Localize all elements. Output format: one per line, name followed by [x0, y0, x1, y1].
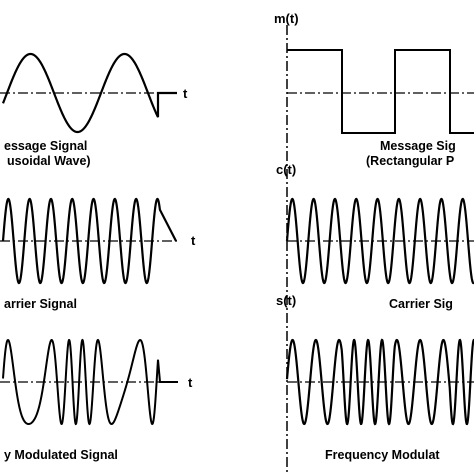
right-fm-waveform: [285, 338, 474, 426]
sinusoidal-message-waveform: [1, 52, 177, 134]
right-carrier-caption: Carrier Sig: [389, 297, 453, 311]
left-message-t-label: t: [183, 86, 188, 101]
st-axis-label: s(t): [276, 293, 296, 308]
ct-axis-label: c(t): [276, 162, 296, 177]
right-message-caption-line1: Message Sig: [380, 139, 456, 153]
right-carrier-waveform: [285, 197, 474, 285]
left-carrier-t-label: t: [191, 233, 196, 248]
left-carrier-caption: arrier Signal: [4, 297, 77, 311]
left-carrier-waveform: [1, 197, 177, 285]
left-modulated-t-label: t: [188, 375, 193, 390]
rectangular-message-waveform: [287, 49, 474, 134]
left-message-caption-line1: essage Signal: [4, 139, 88, 153]
left-modulated-caption: y Modulated Signal: [4, 448, 118, 462]
left-fm-waveform: [2, 338, 178, 426]
left-message-caption-line2: usoidal Wave): [7, 154, 91, 168]
right-message-caption-line2: (Rectangular P: [366, 154, 455, 168]
right-modulated-caption: Frequency Modulat: [325, 448, 440, 462]
mt-axis-label: m(t): [274, 11, 299, 26]
